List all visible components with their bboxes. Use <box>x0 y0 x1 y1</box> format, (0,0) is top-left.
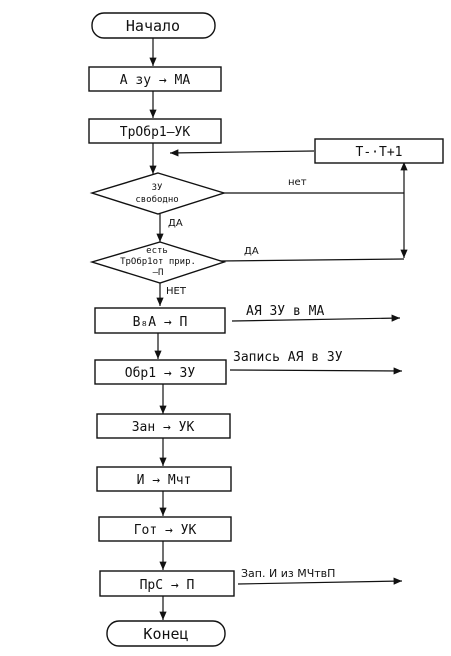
step7-label: Гот → УК <box>134 523 197 538</box>
step8-box <box>99 570 235 597</box>
step1-box <box>88 66 222 92</box>
start-label: Начало <box>126 17 180 35</box>
timer-box <box>314 138 444 164</box>
step3-note-arrow <box>231 314 401 322</box>
step4-note-arrow <box>229 367 403 375</box>
step8-note: Зап. И из МЧтвП <box>241 567 335 580</box>
timer-label: Т-·Т+1 <box>356 145 403 160</box>
decision2-line1: есть <box>146 246 168 256</box>
step3-note: АЯ ЗУ в МА <box>246 304 324 319</box>
decision1-line2: свободно <box>135 194 178 205</box>
step6-label: И → Мчт <box>137 473 192 488</box>
decision2-yes-horizontal <box>219 258 405 262</box>
start-terminator <box>91 12 216 39</box>
decision2-diamond <box>89 241 227 284</box>
step5-label: Зан → УК <box>132 420 195 435</box>
step8-note-arrow <box>237 577 403 585</box>
step8-label: ПрС → П <box>140 578 195 593</box>
decision2-yes-label: ДА <box>244 246 259 257</box>
decision1-yes-label: ДА <box>168 218 183 229</box>
step4-note: Запись АЯ в ЗУ <box>233 350 343 365</box>
step3-label: В₈А → П <box>133 315 188 330</box>
decision1-line1: ЗУ <box>152 183 163 193</box>
decision1-diamond <box>89 172 227 215</box>
loop-timer-back <box>169 149 315 157</box>
step2-box <box>88 118 222 144</box>
step4-box <box>94 359 227 385</box>
step7-box <box>98 516 232 542</box>
step1-label: А зу → МА <box>120 73 191 88</box>
decision1-no-label: нет <box>288 177 307 188</box>
step5-box <box>96 413 231 439</box>
decision2-line3: –П <box>153 268 164 278</box>
step2-label: ТрОбр1–УК <box>120 125 191 140</box>
end-terminator <box>106 620 226 647</box>
decision2-line2: ТрОбр1от прир. <box>120 256 196 267</box>
step4-label: Обр1 → ЗУ <box>125 366 196 381</box>
end-label: Конец <box>143 625 188 643</box>
decision2-no-label: НЕТ <box>166 286 187 297</box>
step6-box <box>96 466 232 492</box>
step3-box <box>94 307 226 334</box>
